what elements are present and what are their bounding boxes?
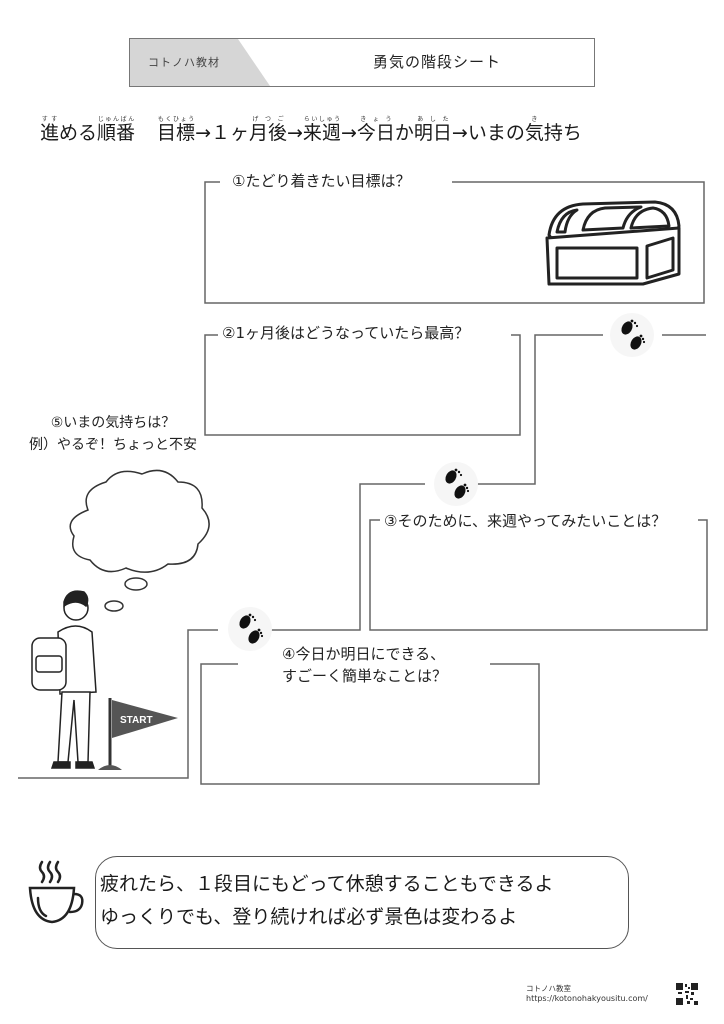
order-step: 来週らいしゅう (302, 116, 341, 144)
order-step: 今日きょう (356, 116, 395, 144)
student-figure (31, 590, 97, 769)
today-box-border (200, 663, 540, 785)
coffee-cup-icon (28, 860, 84, 924)
sheet-title: 勇気の階段シート (372, 53, 501, 71)
order-step: →いまの (451, 122, 525, 144)
goal-label: ①たどり着きたい目標は？ (228, 170, 415, 191)
today-label: ④今日か明日にできる、 すごーく簡単なことは？ (278, 643, 451, 687)
treasure-chest-icon (545, 200, 681, 286)
start-flag-icon: START (98, 698, 178, 770)
footprint-icon (610, 313, 654, 357)
thought-bubble (69, 469, 210, 612)
month-label: ②1ヶ月後はどうなっていたら最高？ (218, 322, 474, 343)
outer-step-2 (268, 483, 425, 631)
mood-label-line2: 例）やるぞ！ちょっと不安 (29, 437, 197, 453)
mood-label-line1: ⑤いまの気持ちは？ (50, 415, 176, 431)
footer-url[interactable]: https://kotonohakyousitu.com/ (526, 994, 648, 1003)
week-label: ③そのために、来週やってみたいことは？ (380, 510, 671, 531)
order-step: 月後げつご (248, 116, 287, 144)
outer-step-3 (18, 629, 218, 779)
footer-name: コトノハ教室 (526, 984, 571, 993)
mood-label: ⑤いまの気持ちは？ 例）やるぞ！ちょっと不安 (18, 412, 208, 456)
tip-box (95, 856, 629, 949)
order-step: → (340, 122, 357, 144)
tip-line2: ゆっくりでも、登り続ければ必ず景色は変わるよ (100, 906, 518, 928)
order-step: か (394, 122, 414, 144)
footprint-icon (228, 607, 272, 651)
qr-code-icon (676, 983, 698, 1005)
order-step: →１ヶ (195, 122, 249, 144)
header-box: コトノハ教材 勇気の階段シート (129, 38, 595, 87)
goal-box-border (204, 181, 705, 304)
order-step: 気き (524, 116, 544, 144)
order-step: 持ち (543, 122, 582, 144)
start-flag-text: START (120, 715, 153, 726)
order-step: 明日あした (413, 116, 452, 144)
order-line: 進すすめる順番じゅんばん目標もくひょう→１ヶ月後げつご→来週らいしゅう→今日きょ… (40, 116, 582, 145)
order-step: → (287, 122, 303, 144)
tip-line1: 疲れたら、１段目にもどって休憩することもできるよ (100, 873, 554, 895)
brand-label: コトノハ教材 (148, 56, 220, 69)
footprint-icon (434, 462, 478, 506)
order-step: 目標もくひょう (157, 116, 196, 144)
week-box-border (369, 519, 708, 631)
tip-text: 疲れたら、１段目にもどって休憩することもできるよ ゆっくりでも、登り続ければ必ず… (100, 868, 554, 934)
month-box-border (204, 334, 521, 436)
order-steps: 目標もくひょう→１ヶ月後げつご→来週らいしゅう→今日きょうか明日あした→いまの気… (157, 116, 582, 144)
today-label-line1: ④今日か明日にできる、 (282, 645, 446, 663)
student-illustration: START (31, 469, 210, 770)
today-label-line2: すごーく簡単なことは？ (282, 667, 448, 685)
outer-step-1 (440, 334, 603, 485)
order-label: 進すすめる順番じゅんばん (40, 116, 136, 144)
